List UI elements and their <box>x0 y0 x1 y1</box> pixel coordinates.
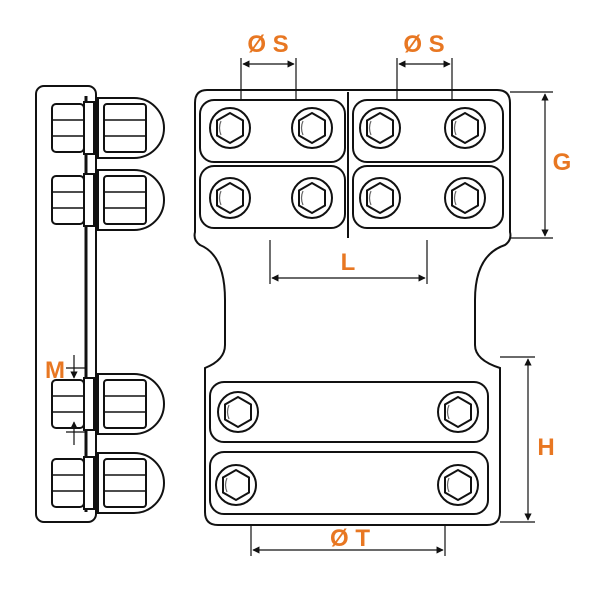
bolt-head-icon-1 <box>209 107 251 149</box>
dimension-lines <box>66 58 553 556</box>
side-bolt-stack <box>51 97 165 514</box>
label-bolt-size: M <box>45 357 65 384</box>
side-bolt-2 <box>51 169 165 231</box>
side-bolt-4 <box>51 452 165 514</box>
lower-slot-1 <box>209 381 489 443</box>
bolt-head-icon-8 <box>444 177 486 219</box>
side-bolt-3 <box>51 373 165 435</box>
bolt-head-icon-3 <box>359 107 401 149</box>
front-bolt-group <box>209 107 486 506</box>
bolt-head-icon-11 <box>215 464 257 506</box>
lower-slot-2 <box>209 451 489 515</box>
label-lower-height: H <box>537 434 554 461</box>
bolt-head-icon-2 <box>291 107 333 149</box>
bolt-head-icon-4 <box>444 107 486 149</box>
bolt-head-icon-12 <box>437 464 479 506</box>
lower-slot-group <box>209 381 489 515</box>
label-length: L <box>341 249 356 276</box>
label-slot-right: Ø S <box>403 31 444 58</box>
bolt-head-icon-7 <box>359 177 401 219</box>
bolt-head-icon-9 <box>217 391 259 433</box>
dimension-labels: Ø S Ø S G L M H Ø T <box>45 31 571 552</box>
side-bolt-1 <box>51 97 165 159</box>
label-slot-left: Ø S <box>247 31 288 58</box>
bolt-head-icon-5 <box>209 177 251 219</box>
label-diameter: Ø T <box>330 525 370 552</box>
bolt-head-icon-6 <box>291 177 333 219</box>
bolt-head-icon-10 <box>437 391 479 433</box>
label-upper-height: G <box>553 149 572 176</box>
